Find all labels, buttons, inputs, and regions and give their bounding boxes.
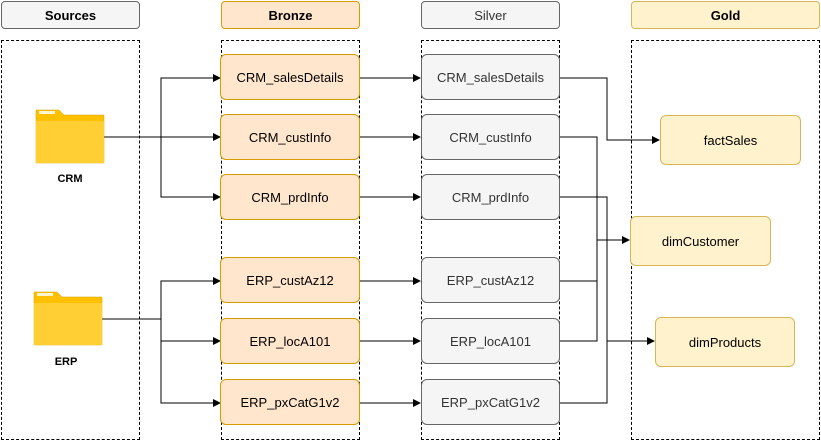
edge-erploc-dimcust (560, 240, 598, 342)
edge-erp-bronze-px (160, 341, 221, 407)
silver-crm-custinfo: CRM_custInfo (421, 114, 560, 160)
silver-crm-prdinfo: CRM_prdInfo (421, 174, 560, 220)
silver-erp-custaz12: ERP_custAz12 (421, 257, 560, 303)
erp-source-label: ERP (54, 356, 78, 368)
sources-lane (1, 40, 140, 440)
edge-crm-bronze-prd (160, 137, 221, 201)
edge-erp-bronze-cust (102, 277, 221, 320)
edge-cust-dimcust (560, 136, 630, 244)
bronze-lane (221, 40, 360, 440)
bronze-crm-custinfo: CRM_custInfo (220, 114, 360, 160)
edge-px-dimprod (560, 341, 608, 404)
bronze-erp-pxcatg1v2: ERP_pxCatG1v2 (220, 379, 360, 425)
bronze-crm-salesdetails: CRM_salesDetails (220, 54, 360, 100)
silver-lane (421, 40, 560, 440)
edge-prd-dimprod (560, 196, 655, 345)
gold-dimcustomer: dimCustomer (630, 216, 771, 266)
bronze-erp-loca101: ERP_locA101 (220, 318, 360, 364)
gold-factsales: factSales (660, 115, 801, 165)
silver-erp-pxcatg1v2: ERP_pxCatG1v2 (421, 379, 560, 425)
bronze-crm-prdinfo: CRM_prdInfo (220, 174, 360, 220)
bronze-header: Bronze (221, 1, 360, 29)
silver-erp-loca101: ERP_locA101 (421, 318, 560, 364)
edge-crm-bronze-main (104, 74, 221, 138)
gold-header: Gold (631, 1, 820, 29)
sources-header: Sources (1, 1, 140, 29)
edge-sales-fact (560, 77, 660, 144)
bronze-erp-custaz12: ERP_custAz12 (220, 257, 360, 303)
edge-erp-bronze-loc (160, 319, 221, 345)
gold-dimproducts: dimProducts (655, 317, 795, 367)
crm-folder-icon (35, 109, 105, 164)
silver-crm-salesdetails: CRM_salesDetails (421, 54, 560, 100)
silver-header: Silver (421, 1, 560, 29)
crm-source-label: CRM (57, 173, 83, 185)
erp-folder-icon (33, 291, 103, 346)
